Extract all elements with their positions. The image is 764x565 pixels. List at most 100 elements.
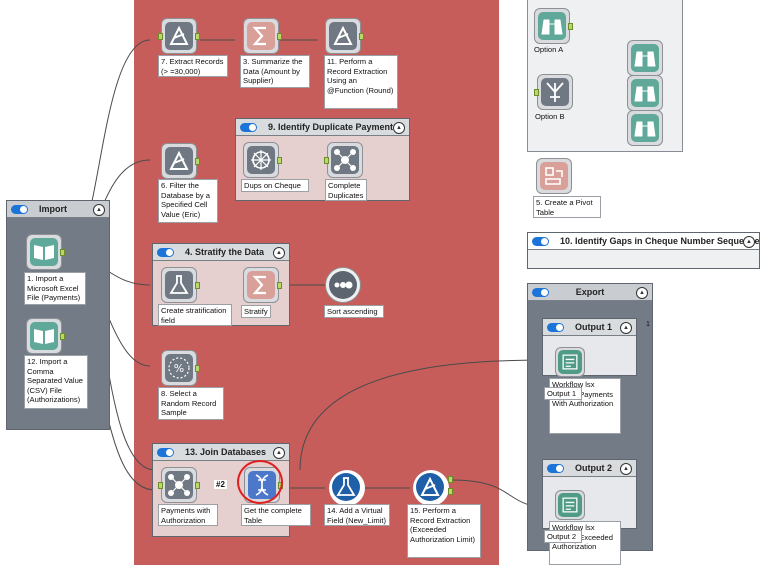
tool-label: 12. Import a Comma Separated Value (CSV)… [24,355,88,409]
container-title: 10. Identify Gaps in Cheque Number Seque… [560,236,759,246]
container-toggle[interactable] [157,448,174,457]
output-workflow: Workflow [552,380,584,389]
tool-summarize[interactable] [243,18,282,54]
tool-label: 1. Import a Microsoft Excel File (Paymen… [24,272,86,305]
container-toggle[interactable] [157,248,174,257]
collapse-icon[interactable]: ▲ [620,463,632,475]
tool-virtual-field[interactable] [329,470,365,506]
collapse-icon[interactable]: ▲ [393,122,405,134]
tool-import-csv[interactable] [26,318,65,354]
flask-icon [169,275,189,294]
tool-stratify[interactable] [243,267,282,303]
tool-output-view-2[interactable] [627,75,663,111]
container-header[interactable]: Import ▲ [7,201,109,218]
tool-label: Sort ascending [324,305,384,318]
container-toggle[interactable] [532,288,549,297]
output-name: Output 1 [544,387,582,400]
selection-ring [237,460,283,504]
filter-icon [169,25,189,45]
container-title: 9. Identify Duplicate Payments [268,122,399,132]
container-header[interactable]: Export ▲ [528,284,652,301]
collapse-icon[interactable]: ▲ [93,204,105,216]
output-ext: lsx [585,380,595,389]
binoculars-icon [541,19,563,35]
container-title: Output 1 [575,322,612,332]
sigma-icon [252,275,266,295]
tool-label: Dups on Cheque [241,179,309,192]
binoculars-icon [634,86,656,102]
tool-create-stratification-field[interactable] [161,267,200,303]
collapse-icon[interactable]: ▲ [273,247,285,259]
tool-dups-on-cheque[interactable] [243,142,282,178]
flask-icon [336,477,356,496]
tool-output-view-1[interactable] [627,40,663,76]
container-header[interactable]: 4. Stratify the Data ▲ [153,244,289,261]
branch-icon [546,82,564,102]
document-icon [562,497,578,513]
output-label: Workflow lsx Query= Exceeded Authorizati… [549,521,621,565]
filter-icon [169,150,189,170]
container-header[interactable]: Output 2 ▲ [543,460,636,477]
tool-extract-records[interactable] [158,18,200,54]
tool-export-output-2[interactable] [555,490,585,520]
book-icon [34,329,54,344]
tool-label: Complete Duplicates [325,179,367,201]
container-toggle[interactable] [11,205,28,214]
tool-label: Payments with Authorization [158,504,218,526]
tool-sort-ascending[interactable] [325,267,361,303]
container-toggle[interactable] [547,323,564,332]
tool-label: 6. Filter the Database by a Specified Ce… [158,179,218,223]
binoculars-icon [634,51,656,67]
tool-label: 11. Perform a Record Extraction Using an… [324,55,398,109]
sort-icon [334,281,353,289]
container-header[interactable]: 10. Identify Gaps in Cheque Number Seque… [528,233,759,250]
join-port-tag: #2 [214,480,227,489]
tool-complete-duplicates[interactable] [324,142,363,178]
collapse-icon[interactable]: ▲ [636,287,648,299]
binoculars-icon [634,121,656,137]
collapse-icon[interactable]: ▲ [743,236,755,248]
collapse-icon[interactable]: ▲ [620,322,632,334]
tool-pivot-table[interactable] [536,158,572,194]
output-query: Query= Exceeded Authorization [552,532,613,552]
tool-record-extraction-round[interactable] [325,18,364,54]
tool-import-excel[interactable] [26,234,65,270]
container-toggle[interactable] [240,123,257,132]
tool-option-a[interactable] [534,8,573,44]
svg-text:%: % [174,362,184,375]
tool-option-b[interactable] [534,74,573,110]
output-count: 1 [646,321,650,328]
tool-output-view-3[interactable] [627,110,663,146]
container-title: Export [575,287,605,297]
tool-record-extraction-exceeded[interactable] [413,470,453,506]
output-query: Query= Payments With Authorization [552,389,614,409]
container-toggle[interactable] [532,237,549,246]
container-title: Import [39,204,67,214]
tool-label: Get the complete Table [241,504,311,526]
tool-label: 7. Extract Records (> =30,000) [158,55,228,77]
collapse-icon[interactable]: ▲ [273,447,285,459]
document-icon [562,354,578,370]
container-toggle[interactable] [547,464,564,473]
tool-label: Option B [535,112,565,121]
tool-label: 14. Add a Virtual Field (New_Limit) [324,504,390,526]
gaps-container[interactable]: 10. Identify Gaps in Cheque Number Seque… [527,232,760,269]
tool-label: Stratify [241,305,271,318]
join-icon [334,149,356,171]
container-title: 13. Join Databases [185,447,267,457]
output-name: Output 2 [544,530,582,543]
pivot-icon [545,167,563,185]
tool-random-sample[interactable]: % [161,350,200,386]
percent-icon: % [168,357,190,379]
tool-label: 5. Create a Pivot Table [533,196,601,218]
tool-filter-database[interactable] [161,143,200,179]
tool-label: 3. Summarize the Data (Amount by Supplie… [240,55,310,88]
tool-payments-with-authorization[interactable] [158,467,200,503]
container-header[interactable]: 9. Identify Duplicate Payments ▲ [236,119,409,136]
container-header[interactable]: 13. Join Databases ▲ [153,444,289,461]
output-ext: lsx [585,523,595,532]
filter-icon [333,25,353,45]
container-header[interactable]: Output 1 ▲ [543,319,636,336]
tool-export-output-1[interactable] [555,347,585,377]
